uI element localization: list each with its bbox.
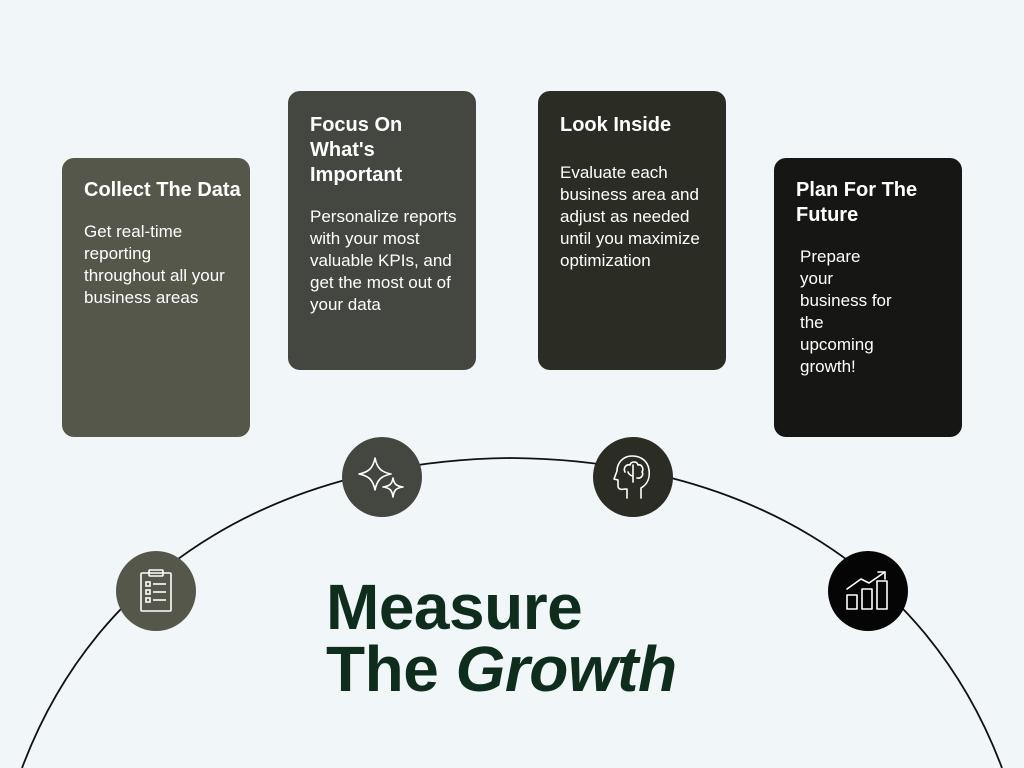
step-description: Get real-time reporting throughout all y… (84, 222, 225, 307)
step-node-focus (342, 437, 422, 517)
step-node-collect (116, 551, 196, 631)
step-title: Look Inside (560, 114, 672, 136)
step-description: Personalize reports with your most valua… (310, 207, 457, 314)
clipboard-checklist-icon (140, 569, 172, 612)
step-card-plan-future: Plan For The Future Prepare your busines… (774, 158, 962, 437)
step-card-look-inside: Look Inside Evaluate each business area … (538, 91, 726, 370)
step-title: Plan For The Future (796, 179, 918, 226)
step-card-collect-data: Collect The Data Get real-time reporting… (62, 158, 250, 437)
step-card-focus: Focus On What's Important Personalize re… (288, 91, 476, 370)
step-node-look-inside (593, 437, 673, 517)
step-title: Collect The Data (84, 179, 241, 201)
sparkle-icon (358, 457, 404, 498)
headline-title: Measure The Growth (326, 571, 677, 701)
step-description: Evaluate each business area and adjust a… (560, 163, 700, 270)
headline-line-2: The Growth (326, 637, 677, 701)
growth-chart-icon (846, 571, 888, 610)
step-description: Prepare your business for the upcoming g… (800, 247, 892, 376)
headline-line-1: Measure (326, 571, 583, 643)
step-node-plan-future (828, 551, 908, 631)
brain-head-icon (613, 455, 651, 499)
step-title: Focus On What's Important (310, 114, 403, 186)
headline-line-2-italic: Growth (455, 633, 677, 705)
headline-line-2-plain: The (326, 633, 439, 705)
